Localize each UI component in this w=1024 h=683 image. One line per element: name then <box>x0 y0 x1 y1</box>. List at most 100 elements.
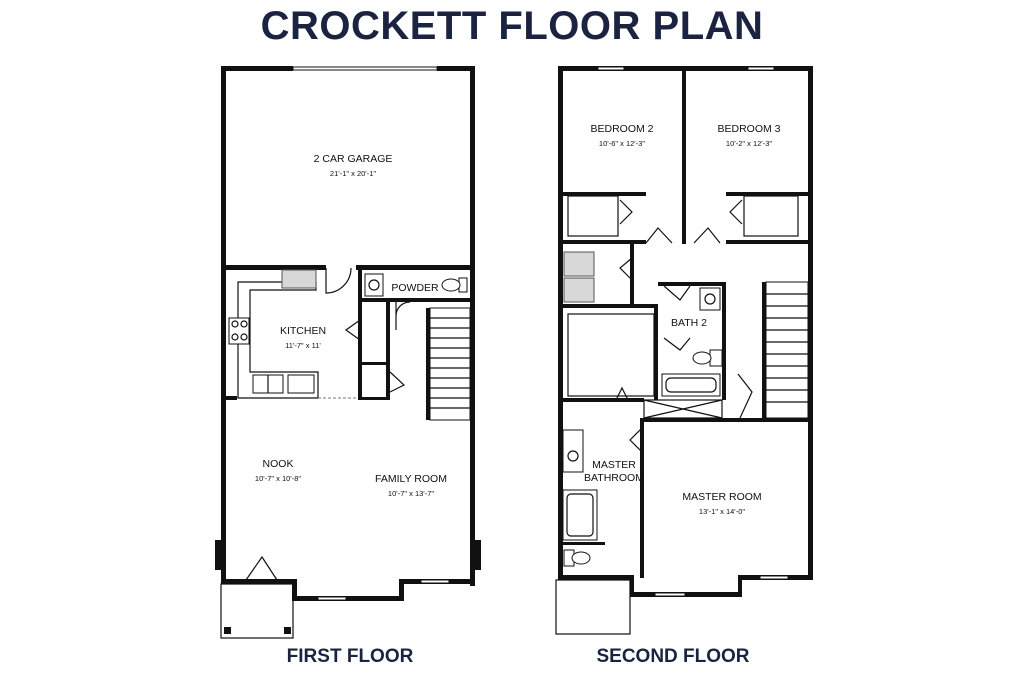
wall <box>221 66 226 584</box>
closet-door <box>619 199 633 225</box>
wall <box>221 579 297 584</box>
porch-post <box>284 627 291 634</box>
room-name: MASTER ROOM <box>682 491 761 503</box>
porch-post <box>224 627 231 634</box>
room-dims: 21'-1" x 20'-1" <box>330 169 376 178</box>
wall <box>563 542 605 545</box>
balcony <box>555 579 631 635</box>
wall <box>470 66 475 586</box>
refrigerator-icon <box>281 269 317 289</box>
burner <box>231 333 239 341</box>
wall <box>221 396 237 400</box>
stair-treads <box>766 293 808 403</box>
room-name: BEDROOM 2 <box>590 123 653 135</box>
sink-icon <box>699 287 721 311</box>
second-floor-label: SECOND FLOOR <box>596 646 750 667</box>
closet <box>743 195 799 237</box>
wall <box>292 579 297 601</box>
door-swing <box>693 227 721 244</box>
window <box>597 66 625 71</box>
wall <box>640 418 813 422</box>
wall <box>558 398 644 402</box>
room-dims: 10'-7" x 10'-8" <box>255 474 301 483</box>
wall <box>437 66 475 71</box>
bathtub-icon <box>661 373 721 397</box>
room-name-line2: BATHROOM <box>584 472 644 484</box>
toilet-icon <box>441 278 461 292</box>
wall <box>726 192 813 196</box>
wall <box>630 575 634 597</box>
closet-door <box>389 371 406 393</box>
wall <box>221 66 293 71</box>
second-floor-plan: BEDROOM 2 10'-6" x 12'-3" BEDROOM 3 10'-… <box>555 66 813 635</box>
room-dims: 10'-7" x 13'-7" <box>388 489 434 498</box>
window <box>317 596 347 601</box>
wall <box>221 265 326 270</box>
door-swing <box>619 257 633 281</box>
room-name: POWDER <box>391 282 439 294</box>
staircase <box>765 281 809 419</box>
garage-door-opening <box>292 66 438 71</box>
room-name: FAMILY ROOM <box>375 473 447 485</box>
wall <box>640 418 644 578</box>
door-swing <box>645 227 673 244</box>
wall <box>808 66 813 580</box>
wall <box>358 268 362 300</box>
sink-bowl <box>368 279 380 291</box>
window <box>654 592 686 597</box>
window <box>420 579 450 584</box>
first-floor-plan: 2 CAR GARAGE 21'-1" x 20'-1" KITCHEN 11'… <box>215 66 481 639</box>
page-title: CROCKETT FLOOR PLAN <box>260 4 764 48</box>
wall <box>658 282 724 286</box>
dishwasher-icon <box>287 374 315 394</box>
door-swing <box>395 301 411 330</box>
shower-basin <box>566 493 594 537</box>
wall <box>762 282 766 418</box>
door-swing <box>325 267 352 294</box>
wall <box>356 265 475 270</box>
door-swing <box>663 285 691 301</box>
wall <box>215 540 221 570</box>
washer-icon <box>563 251 595 277</box>
burner <box>231 320 239 328</box>
toilet-icon <box>692 351 712 365</box>
dryer-icon <box>563 277 595 303</box>
window <box>747 66 775 71</box>
room-dims: 10'-6" x 12'-3" <box>599 139 645 148</box>
wall <box>358 397 390 400</box>
wall <box>722 282 726 400</box>
wall <box>558 304 658 308</box>
wall <box>426 308 430 420</box>
door-swing <box>663 337 691 351</box>
toilet-tank <box>709 349 723 367</box>
wall <box>558 575 633 580</box>
sink-icon <box>364 273 384 297</box>
stair-treads <box>430 317 470 409</box>
room-name: 2 CAR GARAGE <box>314 153 393 165</box>
wall <box>386 300 390 400</box>
wall <box>654 304 658 400</box>
wall <box>738 575 742 597</box>
closet-door <box>344 319 361 341</box>
wall <box>358 300 362 400</box>
linen-mark <box>643 399 723 419</box>
wall <box>630 244 634 306</box>
entry-door-swing <box>245 555 278 581</box>
wall <box>558 66 563 580</box>
staircase <box>429 307 471 421</box>
room-dims: 11'-7" x 11' <box>285 341 321 350</box>
wall <box>358 298 470 302</box>
window <box>759 575 789 580</box>
burner <box>240 333 248 341</box>
wall <box>292 596 404 601</box>
room-name: BATH 2 <box>671 317 707 329</box>
closet-door <box>729 199 743 225</box>
wall <box>558 240 646 244</box>
sink-bowl <box>567 450 579 462</box>
closet <box>567 195 619 237</box>
room-name: NOOK <box>263 458 294 470</box>
porch <box>220 583 294 639</box>
burner <box>240 320 248 328</box>
tub-basin <box>665 377 717 393</box>
